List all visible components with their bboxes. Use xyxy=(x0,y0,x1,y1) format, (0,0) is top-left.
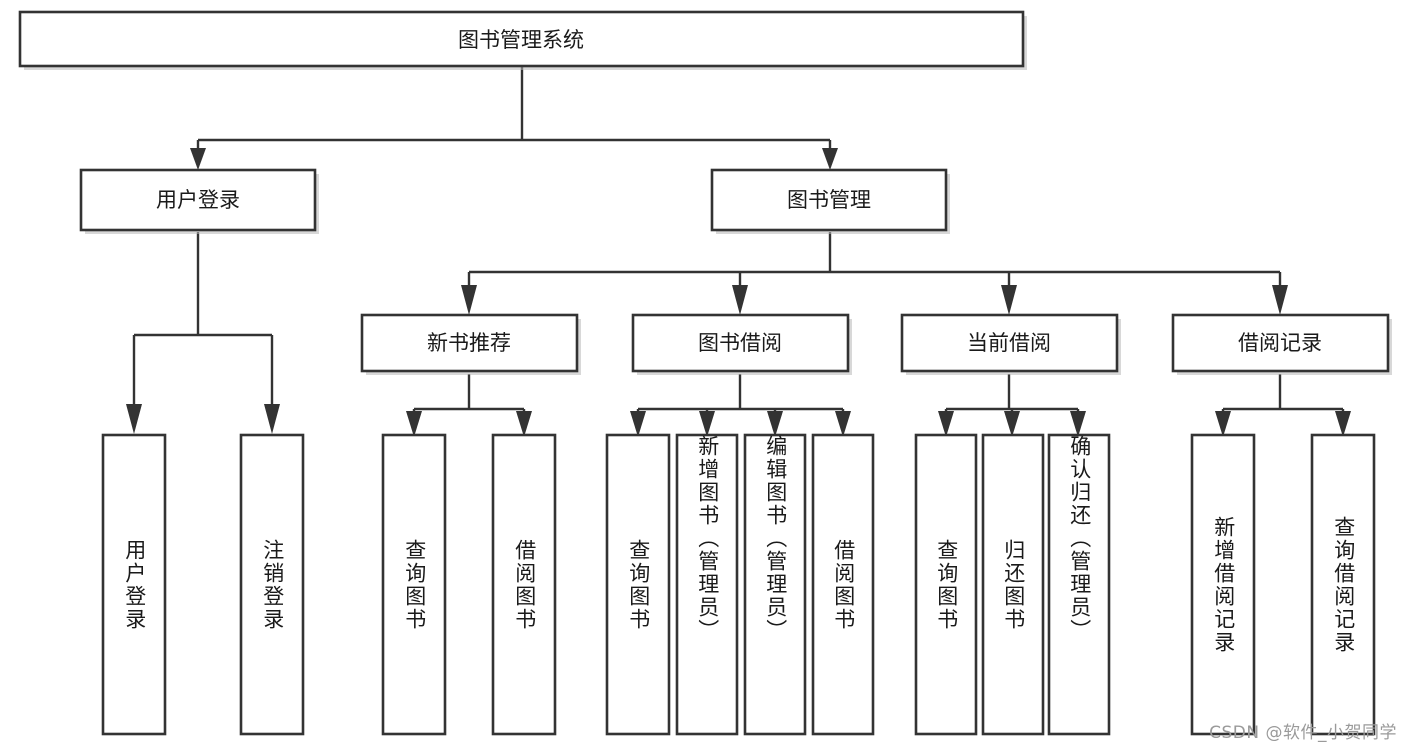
arrow-leaf-confirm-return xyxy=(1070,411,1086,437)
book-management-rect xyxy=(710,168,948,232)
leaf-rects xyxy=(101,433,1376,736)
arrow-leaf-borrow-book-2 xyxy=(835,411,851,437)
arrow-book-management xyxy=(822,148,838,170)
node-user-login[interactable]: 用户登录 xyxy=(79,168,319,234)
arrow-leaf-return-book xyxy=(1004,411,1020,437)
node-current-borrow[interactable]: 当前借阅 xyxy=(900,313,1121,375)
borrow-record-rect xyxy=(1171,313,1390,373)
book-borrow-label: 图书借阅 xyxy=(698,331,782,355)
node-new-book-recommend[interactable]: 新书推荐 xyxy=(360,313,581,375)
arrow-leaf-user-login xyxy=(126,404,142,434)
node-book-management[interactable]: 图书管理 xyxy=(710,168,950,234)
node-book-borrow[interactable]: 图书借阅 xyxy=(631,313,852,375)
leaf-return-book-rect[interactable] xyxy=(981,433,1045,736)
current-borrow-label: 当前借阅 xyxy=(967,331,1051,355)
edges-current-borrow-to-leaves xyxy=(938,374,1086,437)
leaf-user-login-rect[interactable] xyxy=(101,433,167,736)
new-book-recommend-label: 新书推荐 xyxy=(427,331,511,355)
arrow-leaf-query-book-2 xyxy=(630,411,646,437)
user-login-rect xyxy=(79,168,317,232)
arrow-new-book-recommend xyxy=(461,285,477,315)
root-rect xyxy=(18,10,1025,68)
arrow-leaf-edit-book xyxy=(767,411,783,437)
leaf-query-book-3-rect[interactable] xyxy=(914,433,978,736)
borrow-record-label: 借阅记录 xyxy=(1238,331,1322,355)
arrow-leaf-query-borrow-record xyxy=(1335,411,1351,437)
arrow-current-borrow xyxy=(1001,285,1017,315)
edges-borrow-record-to-leaves xyxy=(1215,374,1351,437)
node-borrow-record[interactable]: 借阅记录 xyxy=(1171,313,1392,375)
edges-user-login-to-leaves xyxy=(126,232,280,434)
arrow-leaf-borrow-book-1 xyxy=(516,411,532,437)
root-label: 图书管理系统 xyxy=(458,28,584,52)
arrow-borrow-record xyxy=(1272,285,1288,315)
arrow-leaf-add-book xyxy=(699,411,715,437)
edges-book-borrow-to-leaves xyxy=(630,374,851,437)
leaf-edit-book-rect[interactable] xyxy=(743,433,807,736)
edges-new-book-recommend-to-leaves xyxy=(406,374,532,437)
edges-root-to-level2 xyxy=(190,67,838,170)
arrow-leaf-user-logout xyxy=(264,404,280,434)
leaf-query-book-1-rect[interactable] xyxy=(381,433,447,736)
arrow-book-borrow xyxy=(732,285,748,315)
arrow-leaf-add-borrow-record xyxy=(1215,411,1231,437)
leaf-borrow-book-2-rect[interactable] xyxy=(811,433,875,736)
leaf-query-book-2-rect[interactable] xyxy=(605,433,671,736)
current-borrow-rect xyxy=(900,313,1119,373)
leaf-user-logout-rect[interactable] xyxy=(239,433,305,736)
book-borrow-rect xyxy=(631,313,850,373)
arrow-leaf-query-book-3 xyxy=(938,411,954,437)
leaf-confirm-return-rect[interactable] xyxy=(1047,433,1111,736)
leaf-query-borrow-record-rect[interactable] xyxy=(1310,433,1376,736)
node-root[interactable]: 图书管理系统 xyxy=(18,10,1027,70)
watermark: CSDN @软件_小贺同学 xyxy=(1209,723,1397,743)
leaf-add-book-rect[interactable] xyxy=(675,433,739,736)
user-login-label: 用户登录 xyxy=(156,188,240,212)
edges-book-management-to-level3 xyxy=(461,232,1288,315)
leaf-borrow-book-1-rect[interactable] xyxy=(491,433,557,736)
book-management-label: 图书管理 xyxy=(787,188,871,212)
arrow-leaf-query-book-1 xyxy=(406,411,422,437)
new-book-recommend-rect xyxy=(360,313,579,373)
arrow-user-login xyxy=(190,148,206,170)
leaf-add-borrow-record-rect[interactable] xyxy=(1190,433,1256,736)
